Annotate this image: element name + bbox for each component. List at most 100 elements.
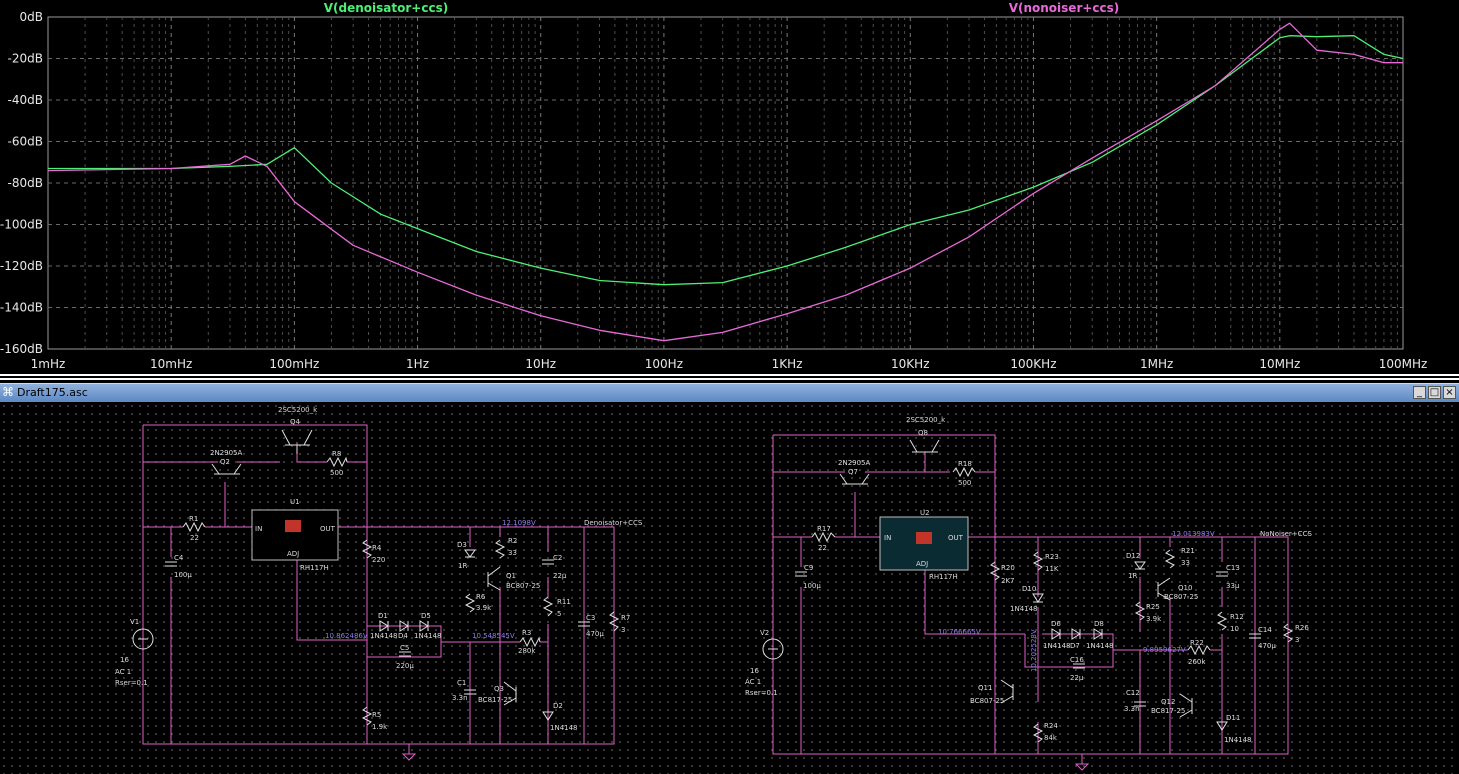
data-point-s1 (266, 163, 268, 165)
data-point-s2 (1279, 28, 1281, 30)
q7-model-label: 2N2905A (838, 459, 871, 467)
data-point-s2 (1214, 84, 1216, 86)
data-point-s1 (379, 213, 381, 215)
data-point-s2 (1091, 157, 1093, 159)
c2-ref-label: C2 (553, 554, 562, 562)
data-point-s1 (417, 228, 419, 230)
x-tick-label: 100MHz (1379, 357, 1428, 371)
d8-ref-label: D8 (1094, 620, 1104, 628)
data-point-s2 (786, 313, 788, 315)
r17-ref-label: R17 (817, 525, 831, 533)
c5-value-label: 220µ (396, 662, 414, 670)
r1-value-label: 22 (190, 534, 199, 542)
c3-ref-label: C3 (586, 614, 595, 622)
v2-ref-label: V2 (760, 629, 769, 637)
d2-value-label: 1N4148 (550, 724, 578, 732)
node-voltage-out: 12.1098V (502, 519, 536, 527)
c12-value-label: 3.3n (1124, 705, 1140, 713)
r7-value-label: 3 (621, 626, 625, 634)
data-point-s1 (47, 167, 49, 169)
data-point-s1 (1316, 36, 1318, 38)
data-point-s2 (722, 331, 724, 333)
data-point-s2 (1156, 120, 1158, 122)
data-point-s1 (722, 282, 724, 284)
data-point-s2 (475, 294, 477, 296)
data-point-s2 (663, 340, 665, 342)
maximize-button[interactable]: □ (1428, 386, 1441, 399)
r20-ref-label: R20 (1001, 564, 1015, 572)
y-tick-label: -120dB (0, 259, 43, 273)
c12-ref-label: C12 (1126, 689, 1140, 697)
y-tick-label: -100dB (0, 218, 43, 232)
circuit-denoisator: 2SC5200_k Q4 2N2905A Q2 R8 500 U1 R1 22 … (115, 406, 643, 761)
bode-plot[interactable]: 0dB-20dB-40dB-60dB-80dB-100dB-120dB-140d… (0, 0, 1459, 374)
c14-value-label: 470µ (1258, 642, 1276, 650)
ltspice-app-icon: ⌘ (2, 385, 14, 399)
nonoiser-net-label: NoNoiser+CCS (1260, 530, 1312, 538)
u1-model-label: RH117H (300, 564, 329, 572)
d5-ref-label: D5 (421, 612, 431, 620)
data-point-s1 (540, 267, 542, 269)
x-tick-label: 100KHz (1010, 357, 1056, 371)
d3-ref-label: D3 (457, 541, 467, 549)
schematic-drawing[interactable]: 2SC5200_k Q4 2N2905A Q2 R8 500 U1 R1 22 … (0, 402, 1459, 774)
data-point-s2 (244, 155, 246, 157)
r20-value-label: 2K7 (1001, 577, 1015, 585)
x-tick-label: 100mHz (269, 357, 319, 371)
r8-value-label: 500 (330, 469, 343, 477)
q12-model-label: BC817-25 (1151, 707, 1185, 715)
y-tick-label: -40dB (8, 93, 43, 107)
data-point-s2 (1316, 49, 1318, 51)
x-tick-label: 1KHz (772, 357, 803, 371)
c1-ref-label: C1 (457, 679, 466, 687)
d1-ref-label: D1 (378, 612, 388, 620)
d11-ref-label: D11 (1226, 714, 1240, 722)
c9-value-label: 100µ (803, 582, 821, 590)
v2-rser-label: Rser=0.1 (745, 689, 778, 697)
r6-value-label: 3.9k (476, 604, 492, 612)
c14-ref-label: C14 (1258, 626, 1272, 634)
y-tick-label: 0dB (20, 10, 43, 24)
c4-ref-label: C4 (174, 554, 184, 562)
d5-value-label: 1N4148 (414, 632, 442, 640)
window-title: Draft175.asc (17, 386, 88, 399)
v1-ac-label: AC 1 (115, 668, 131, 676)
r3-ref-label: R3 (522, 629, 531, 637)
x-tick-label: 10Hz (525, 357, 556, 371)
c4-value-label: 100µ (174, 571, 192, 579)
data-point-s1 (1383, 53, 1385, 55)
trace-label-1[interactable]: V(denoisator+ccs) (324, 1, 448, 15)
r4-ref-label: R4 (372, 544, 382, 552)
bode-plot-pane[interactable]: 0dB-20dB-40dB-60dB-80dB-100dB-120dB-140d… (0, 0, 1459, 374)
r3-value-label: 280k (518, 647, 536, 655)
close-button[interactable]: × (1443, 386, 1456, 399)
data-point-s1 (1279, 37, 1281, 39)
data-point-s1 (786, 265, 788, 267)
d12-ref-label: D12 (1126, 552, 1140, 560)
data-point-s1 (1402, 58, 1404, 60)
data-point-s2 (1353, 53, 1355, 55)
pane-divider (0, 374, 1459, 376)
data-point-s2 (229, 163, 231, 165)
data-point-s2 (845, 294, 847, 296)
d11-value-label: 1N4148 (1224, 736, 1252, 744)
node-voltage-out: 12.013983V (1172, 530, 1215, 538)
q4-model-label: 2SC5200_k (278, 406, 318, 414)
minimize-button[interactable]: _ (1413, 386, 1426, 399)
node-voltage-diode: 10.202528V (1030, 629, 1038, 672)
data-point-s2 (1289, 22, 1291, 24)
v1-value-label: 16 (120, 656, 129, 664)
trace-label-2[interactable]: V(nonoiser+ccs) (1009, 1, 1120, 15)
r24-ref-label: R24 (1044, 722, 1058, 730)
r1-ref-label: R1 (189, 515, 198, 523)
r24-value-label: 84k (1044, 734, 1058, 742)
schematic-canvas[interactable]: 2SC5200_k Q4 2N2905A Q2 R8 500 U1 R1 22 … (0, 402, 1459, 774)
q11-model-label: BC807-25 (970, 697, 1004, 705)
schematic-window-titlebar[interactable]: ⌘ Draft175.asc _ □ × (0, 383, 1459, 403)
data-point-s1 (845, 246, 847, 248)
d6-value-label: 1N4148 (1043, 642, 1071, 650)
data-point-s1 (1289, 35, 1291, 37)
pane-divider-2[interactable] (0, 378, 1459, 380)
data-point-s1 (1156, 124, 1158, 126)
data-point-s1 (909, 224, 911, 226)
